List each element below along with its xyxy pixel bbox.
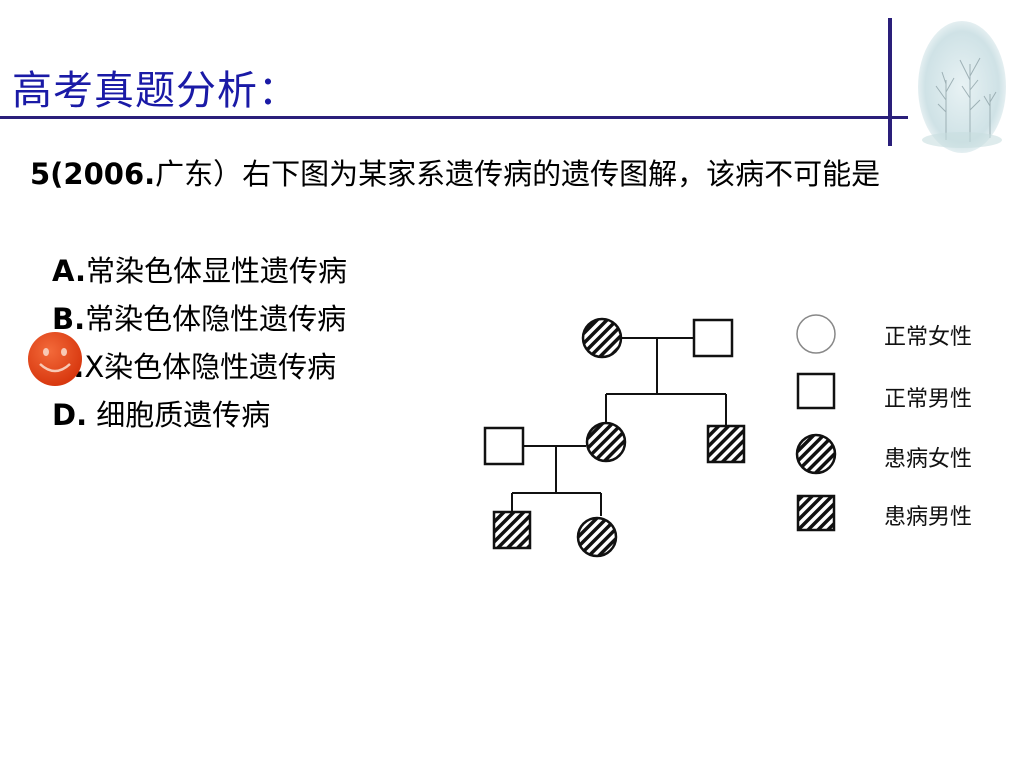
affected-female-i1 [581, 317, 623, 359]
normal-male-i2 [692, 318, 734, 358]
option-text: 常染色体隐性遗传病 [85, 302, 347, 336]
option-c[interactable]: C.X染色体隐性遗传病 [52, 344, 336, 386]
smiley-face-icon [28, 332, 82, 386]
affected-female-iii2 [576, 516, 618, 558]
legend-label-normal-female: 正常女性 [884, 325, 972, 350]
slide-title: 高考真题分析： [12, 68, 299, 114]
legend-open-circle [796, 314, 836, 354]
affected-female-ii2 [585, 421, 627, 463]
legend-label-affected-female: 患病女性 [884, 447, 972, 472]
title-underline [0, 116, 908, 119]
question-text: 广东）右下图为某家系遗传病的遗传图解，该病不可能是 [155, 157, 881, 191]
option-letter: A. [52, 254, 86, 288]
option-a[interactable]: A.常染色体显性遗传病 [52, 248, 347, 290]
question-stem: 5(2006.广东）右下图为某家系遗传病的遗传图解，该病不可能是 [30, 154, 930, 194]
question-number: 5(2006. [30, 157, 156, 191]
option-text: X染色体隐性遗传病 [84, 350, 337, 384]
legend-open-square [796, 372, 836, 410]
legend-hatched-circle [795, 433, 837, 475]
option-text: 细胞质遗传病 [87, 398, 271, 432]
option-d[interactable]: D. 细胞质遗传病 [52, 392, 270, 434]
affected-male-iii1 [492, 510, 532, 550]
affected-male-ii3 [706, 424, 746, 464]
option-b[interactable]: B.常染色体隐性遗传病 [52, 296, 346, 338]
legend-symbols: 正常女性 正常男性 患病女性 患病男性 [795, 314, 972, 532]
legend-label-affected-male: 患病男性 [884, 505, 972, 530]
legend-hatched-square [796, 494, 836, 532]
normal-male-ii1 [483, 426, 525, 466]
option-text: 常染色体显性遗传病 [86, 254, 348, 288]
title-vertical-rule [888, 18, 892, 146]
option-letter: D. [52, 398, 88, 432]
option-letter: B. [52, 302, 86, 336]
winter-tree-decoration [918, 21, 1006, 153]
legend-label-normal-male: 正常男性 [884, 387, 972, 412]
pedigree-diagram [483, 317, 746, 558]
pedigree-legend: 正常女性 正常男性 患病女性 患病男性 [784, 304, 984, 544]
